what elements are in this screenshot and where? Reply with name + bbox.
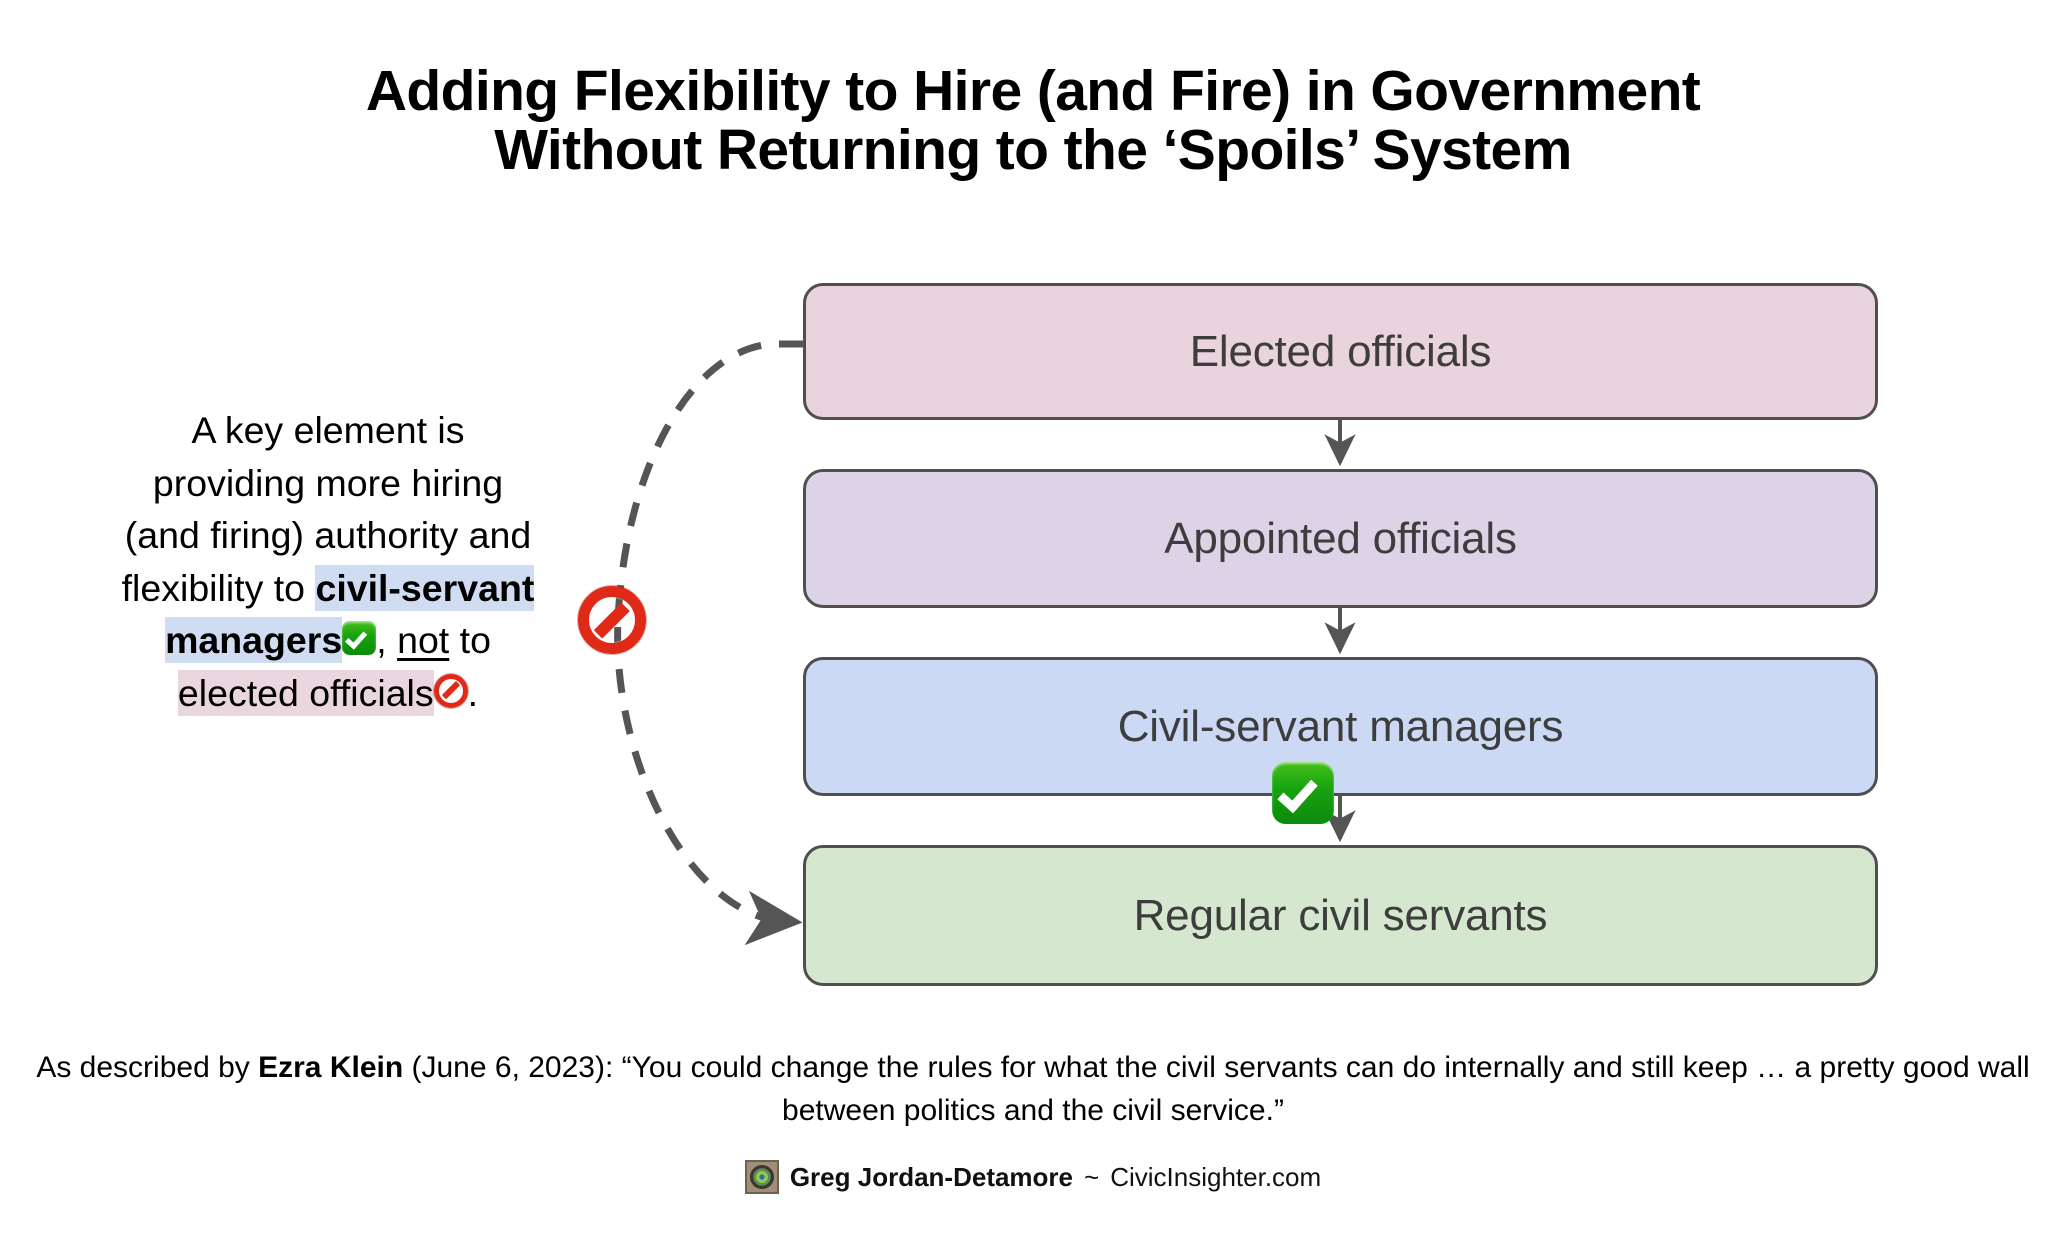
flow-node-label: Regular civil servants [1133,890,1548,940]
caption-prefix: As described by [36,1051,259,1084]
flow-node-label: Appointed officials [1164,513,1517,563]
note-not-word: not [397,619,450,661]
note-text-part-1: A key element is providing more hiring (… [121,409,532,609]
flow-node-label: Civil-servant managers [1117,701,1564,751]
caption-person-name: Ezra Klein [258,1051,404,1084]
source-caption: As described by Ezra Klein (June 6, 2023… [0,1046,2066,1132]
author-credit: Greg Jordan-Detamore ~ CivicInsighter.co… [0,1160,2066,1194]
credit-separator: ~ [1084,1161,1100,1192]
page-title-line-1: Adding Flexibility to Hire (and Fire) in… [365,59,1701,123]
check-mark-icon [342,621,377,655]
key-element-note: A key element is providing more hiring (… [118,404,538,719]
note-highlight-elected: elected officials [177,669,434,716]
prohibited-sign-icon [433,673,468,708]
caption-quote: (June 6, 2023): “You could change the ru… [403,1051,2030,1127]
page-title: Adding Flexibility to Hire (and Fire) in… [0,62,2066,179]
site-emblem-icon [744,1160,779,1194]
flow-node-appointed-officials[interactable]: Appointed officials [803,469,1878,608]
prohibited-sign-icon [578,586,646,654]
flow-node-regular-civil-servants[interactable]: Regular civil servants [803,845,1878,986]
check-mark-icon [1272,762,1334,824]
flow-node-civil-servant-managers[interactable]: Civil-servant managers [803,657,1878,796]
flow-node-elected-officials[interactable]: Elected officials [803,283,1878,420]
site-url: CivicInsighter.com [1110,1161,1322,1192]
flow-node-label: Elected officials [1189,326,1492,376]
author-name: Greg Jordan-Detamore [789,1161,1074,1192]
note-text-part-2: to [449,619,491,661]
note-comma: , [376,619,398,661]
page-title-line-2: Without Returning to the ‘Spoils’ System [494,117,1572,182]
note-period: . [467,671,479,714]
